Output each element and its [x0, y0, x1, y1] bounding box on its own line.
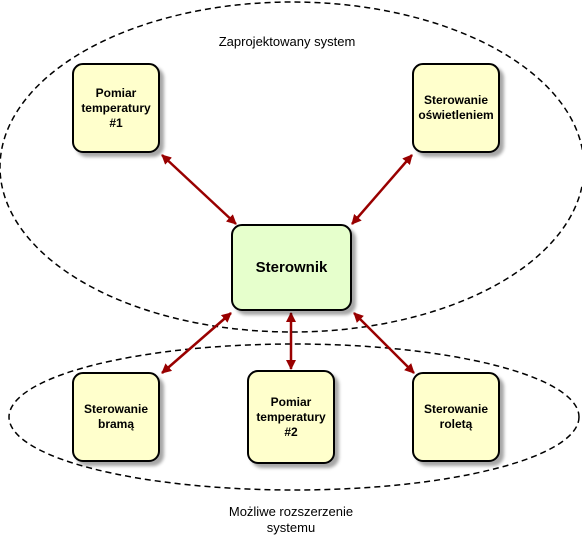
node-lighting-control[interactable]: Sterowanie oświetleniem — [412, 63, 500, 153]
connector-controller-gate — [161, 312, 232, 374]
extension-boundary — [8, 343, 580, 491]
node-temperature-2[interactable]: Pomiar temperatury #2 — [247, 370, 335, 464]
node-gate-control[interactable]: Sterowanie bramą — [72, 372, 160, 462]
connector-controller-blinds — [353, 312, 415, 374]
extension-label: Możliwe rozszerzenie systemu — [228, 504, 354, 535]
connector-temp1-controller — [161, 154, 237, 225]
node-blinds-control[interactable]: Sterowanie roletą — [412, 372, 500, 462]
node-temperature-1[interactable]: Pomiar temperatury #1 — [72, 63, 160, 153]
connector-lighting-controller — [351, 154, 413, 225]
node-controller[interactable]: Sterownik — [231, 224, 352, 311]
designed-system-label: Zaprojektowany system — [218, 34, 356, 49]
